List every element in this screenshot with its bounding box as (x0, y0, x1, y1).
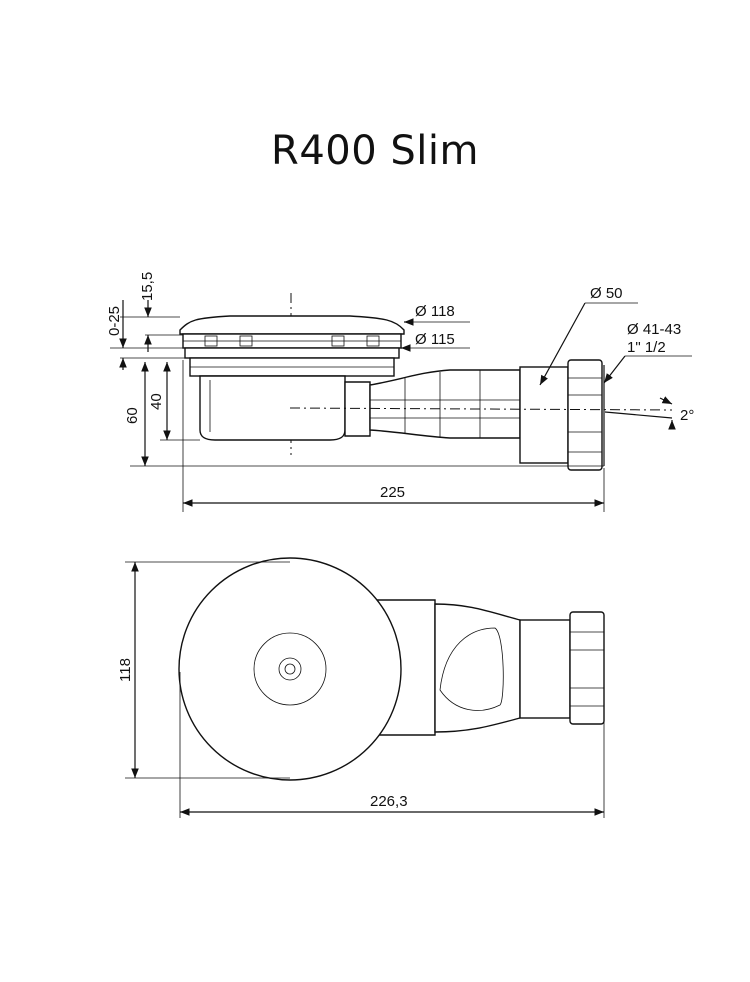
dim-height-body: 40 (148, 393, 165, 410)
cover-disc (178, 557, 402, 781)
dim-slope: 2° (680, 407, 694, 424)
dim-height-total: 60 (124, 407, 141, 424)
outlet-axis (289, 407, 673, 411)
dim-length-side: 225 (380, 484, 405, 501)
dim-width-top: 118 (117, 658, 134, 682)
dim-outlet-diameter: Ø 50 (590, 285, 623, 302)
side-view: 15,5 0-25 60 40 Ø 118 Ø 115 Ø 50 Ø 41-43… (106, 272, 694, 512)
page-title: R400 Slim (271, 128, 479, 174)
outlet-nut-top (569, 611, 605, 725)
outlet-nut (567, 359, 603, 471)
center-screw (278, 657, 302, 681)
center-ring (253, 632, 327, 706)
top-view: 118 226,3 (117, 557, 605, 818)
flange (184, 347, 400, 359)
outlet-connector-top (519, 619, 571, 719)
dim-range: 0-25 (106, 306, 123, 336)
dim-outlet-thread: 1" 1/2 (627, 339, 666, 356)
dim-flange-diameter: Ø 115 (415, 331, 455, 348)
dim-cover-diameter: Ø 118 (415, 303, 455, 320)
hose-top (434, 603, 521, 733)
body (199, 375, 346, 441)
dim-top-adjust: 15,5 (139, 272, 156, 301)
dim-outlet-range: Ø 41-43 (627, 321, 681, 338)
hose (369, 369, 521, 439)
outlet-connector (519, 366, 569, 464)
dim-length-top: 226,3 (370, 793, 408, 810)
cover (179, 315, 405, 335)
outlet-collar (344, 381, 371, 437)
